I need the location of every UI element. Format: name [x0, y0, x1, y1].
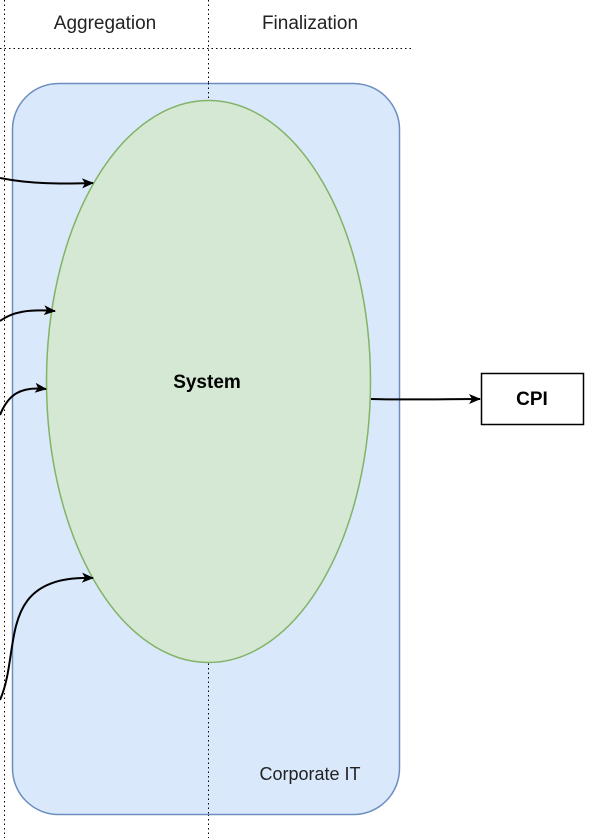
cpi-label: CPI	[516, 389, 548, 410]
lane-header-aggregation: Aggregation	[54, 13, 156, 34]
corporate-it-label: Corporate IT	[259, 764, 360, 784]
input-arrow-3	[0, 382, 47, 416]
lane-header-finalization: Finalization	[262, 13, 358, 34]
input-arrow-2	[0, 305, 56, 322]
input-arrow-1	[0, 177, 94, 189]
cpi-node	[480, 372, 585, 426]
input-arrow-4	[0, 572, 94, 701]
system-node	[45, 99, 372, 664]
system-label: System	[173, 372, 241, 393]
